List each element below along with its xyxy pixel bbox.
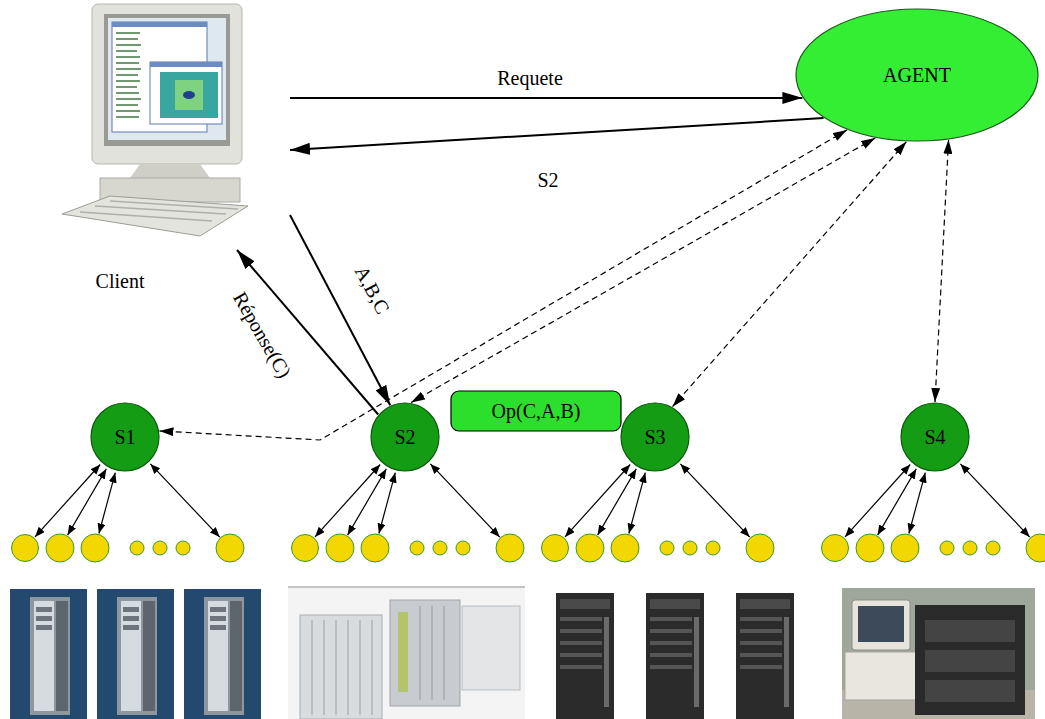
cluster-rack <box>462 606 520 690</box>
agent-ellipse: AGENT <box>795 8 1039 142</box>
monitor-screen <box>108 18 226 140</box>
worker-fan <box>292 464 525 562</box>
worker-fan <box>542 464 775 562</box>
server-shape <box>91 403 159 471</box>
server-shape <box>621 403 689 471</box>
server-shape <box>371 403 439 471</box>
tower-server <box>10 589 87 719</box>
node-label: S4 <box>924 426 945 449</box>
monitor-bezel <box>104 14 230 146</box>
server-circle: S4 <box>900 402 970 472</box>
keyboard-keys <box>80 201 238 221</box>
rack-slots <box>420 606 444 700</box>
window-titlebar <box>150 62 222 67</box>
station-label: Client <box>96 270 145 293</box>
tower-server <box>184 589 261 719</box>
plot-field <box>175 80 203 110</box>
cabinet-panel <box>925 680 1015 702</box>
photo-desk <box>845 652 920 700</box>
cluster-rack <box>300 615 382 719</box>
client-station: Client <box>60 0 290 250</box>
edge-label: Réponse(C) <box>227 285 298 384</box>
control-link <box>673 142 907 407</box>
agent-shape <box>796 9 1038 141</box>
file-list <box>116 33 141 117</box>
server-circle: S1 <box>90 402 160 472</box>
plot-window <box>150 62 222 124</box>
photo-border <box>288 587 525 588</box>
worker-fan <box>12 464 245 562</box>
edge-label: A,B,C <box>348 259 395 320</box>
tower-server <box>97 589 174 719</box>
operation-shape <box>451 391 621 431</box>
rack-server <box>646 593 704 719</box>
edge-label: Requete <box>494 67 566 90</box>
message-arrow <box>290 118 824 150</box>
node-label: S3 <box>644 426 665 449</box>
monitor-stand <box>130 164 210 178</box>
worker-fan <box>822 464 1045 562</box>
control-link <box>159 130 847 440</box>
message-arrow <box>290 97 802 99</box>
cabinet-panel <box>925 620 1015 642</box>
server-shape <box>901 403 969 471</box>
edge-label: S2 <box>534 169 561 192</box>
cluster-rack <box>390 600 460 706</box>
rack-server <box>556 593 614 719</box>
control-link <box>935 140 949 402</box>
workstation-photo <box>842 588 1035 719</box>
operation-box: Op(C,A,B) <box>450 390 622 432</box>
cabinet-panel <box>925 650 1015 672</box>
keyboard <box>62 196 248 236</box>
monitor-case <box>92 4 242 164</box>
window-titlebar <box>112 22 207 27</box>
rack-server <box>736 593 794 719</box>
photo-screen <box>858 606 904 642</box>
rack-slots <box>312 620 372 715</box>
photo-monitor <box>852 600 910 650</box>
cluster-photo <box>288 588 525 719</box>
server-circle: S3 <box>620 402 690 472</box>
server-circle: S2 <box>370 402 440 472</box>
control-link <box>411 138 875 403</box>
node-label: S1 <box>114 426 135 449</box>
plot-spot <box>183 91 195 99</box>
plot-area <box>160 72 218 118</box>
photo-cabinet <box>915 605 1025 715</box>
node-label: S2 <box>394 426 415 449</box>
node-label: AGENT <box>883 64 951 87</box>
cluster-lights <box>398 612 408 692</box>
node-label: Op(C,A,B) <box>492 400 581 423</box>
